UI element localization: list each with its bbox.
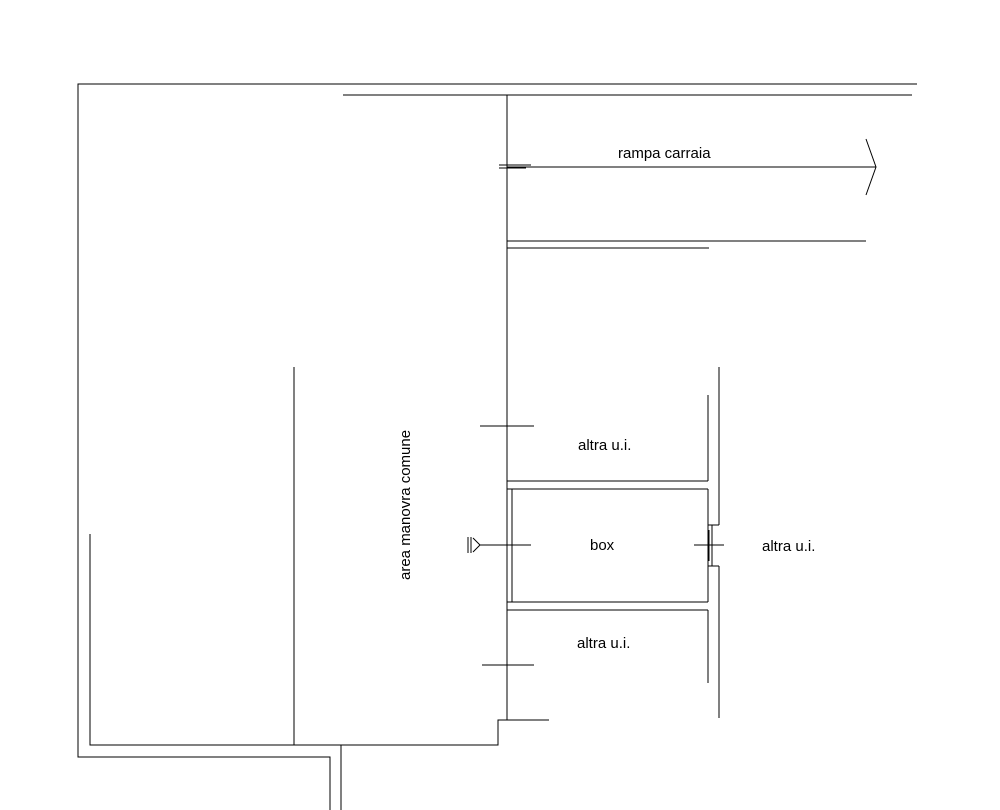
entry-indicator-icon xyxy=(467,537,481,553)
outer-walls xyxy=(77,83,917,810)
ramp: rampa carraia xyxy=(499,138,877,249)
outer-wall-left-top xyxy=(77,83,917,810)
ramp-arrow-icon xyxy=(865,138,877,196)
section-markers xyxy=(480,425,724,666)
unit-right-label: altra u.i. xyxy=(762,538,815,555)
box-unit: box xyxy=(507,480,713,611)
ramp-label: rampa carraia xyxy=(618,145,711,162)
common-area-label: area manovra comune xyxy=(397,430,414,580)
box-label: box xyxy=(590,537,615,554)
adjacent-unit-walls xyxy=(707,367,720,718)
unit-bottom-label: altra u.i. xyxy=(577,635,630,652)
inner-wall-bottom-left xyxy=(89,534,508,746)
unit-top-label: altra u.i. xyxy=(578,437,631,454)
